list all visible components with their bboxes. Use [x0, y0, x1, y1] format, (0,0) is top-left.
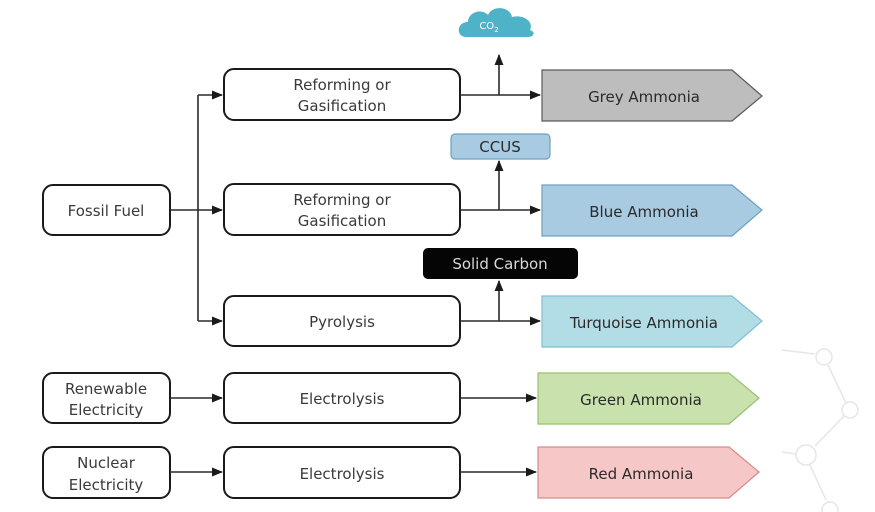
output-label: Green Ammonia: [580, 391, 702, 409]
source-nuclear-electricity: Nuclear Electricity: [42, 446, 171, 499]
decorative-molecule: [781, 348, 859, 512]
co2-label: CO2: [479, 21, 498, 34]
output-label: Blue Ammonia: [589, 203, 699, 221]
process-label: Electrolysis: [300, 465, 385, 483]
output-green-ammonia: Green Ammonia: [537, 372, 760, 425]
output-label: Red Ammonia: [589, 465, 694, 483]
process-label-line1: Reforming or: [293, 191, 391, 209]
process-label: Electrolysis: [300, 390, 385, 408]
source-label-line1: Renewable: [65, 380, 147, 398]
process-label-line2: Gasification: [298, 212, 386, 230]
cloud-shape: [458, 8, 534, 38]
process-pyrolysis: Pyrolysis: [223, 295, 461, 347]
process-label: Pyrolysis: [309, 313, 375, 331]
output-label: Turquoise Ammonia: [569, 314, 718, 332]
source-renewable-electricity: Renewable Electricity: [42, 372, 171, 424]
byproduct-solid-carbon: Solid Carbon: [423, 248, 578, 279]
process-reforming-2: Reforming or Gasification: [223, 183, 461, 236]
process-electrolysis-2: Electrolysis: [223, 446, 461, 499]
process-label-line1: Reforming or: [293, 76, 391, 94]
source-fossil-fuel: Fossil Fuel: [42, 184, 171, 236]
source-label-line2: Electricity: [69, 401, 144, 419]
process-electrolysis-1: Electrolysis: [223, 372, 461, 424]
ccus-label: CCUS: [479, 138, 520, 156]
source-label-line1: Nuclear: [77, 454, 136, 472]
output-red-ammonia: Red Ammonia: [537, 446, 760, 499]
source-label-line2: Electricity: [69, 476, 144, 494]
byproduct-ccus: CCUS: [450, 133, 551, 160]
output-turquoise-ammonia: Turquoise Ammonia: [541, 295, 763, 348]
source-label: Fossil Fuel: [68, 202, 145, 220]
output-grey-ammonia: Grey Ammonia: [541, 69, 763, 122]
process-reforming-1: Reforming or Gasification: [223, 68, 461, 121]
fossil-connectors: [170, 90, 224, 326]
solid-carbon-label: Solid Carbon: [452, 255, 547, 273]
process-label-line2: Gasification: [298, 97, 386, 115]
co2-cloud-icon: CO2: [458, 8, 534, 38]
output-label: Grey Ammonia: [588, 88, 700, 106]
output-blue-ammonia: Blue Ammonia: [541, 184, 763, 237]
